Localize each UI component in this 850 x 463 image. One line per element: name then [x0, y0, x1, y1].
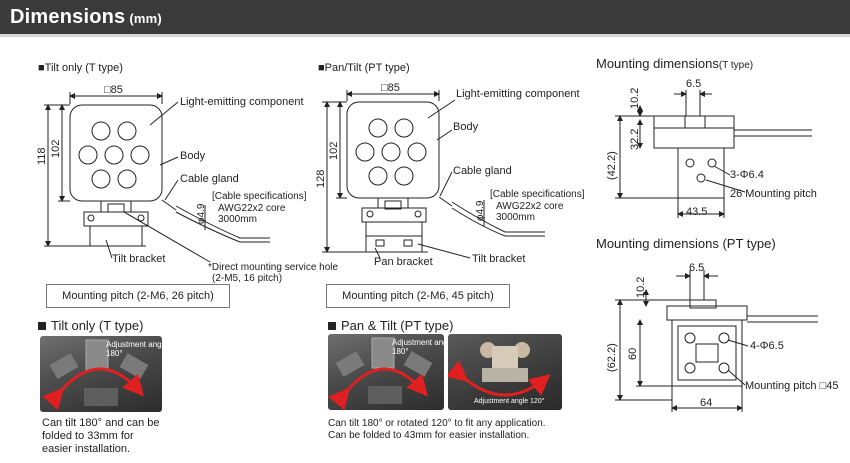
pt-height-inner-dim: 102	[328, 141, 340, 160]
t-body-label: Body	[180, 150, 206, 162]
pan-tilt-illustration	[328, 337, 433, 410]
pt-width-dim: □85	[381, 82, 400, 94]
pt-pitch-box: Mounting pitch (2-M6, 45 pitch)	[326, 284, 510, 308]
mount-pt-6-5: 6.5	[689, 262, 705, 274]
t-type-mounting-drawing	[615, 90, 812, 218]
pan-rotation-illustration	[448, 342, 551, 397]
tilt-photo: Adjustment angle 180°	[40, 336, 162, 412]
t-cable-spec-core: AWG22x2 core	[218, 203, 286, 214]
pan-section-title: Pan & Tilt (PT type)	[328, 318, 453, 333]
pt-height-outer-dim: 128	[315, 169, 327, 188]
pt-type-mounting-drawing	[615, 270, 818, 412]
mount-t-pitch: 26 Mounting pitch	[730, 188, 817, 200]
t-type-title: ■Tilt only (T type)	[38, 62, 123, 74]
t-direct-note-2: (2-M5, 16 pitch)	[212, 273, 283, 284]
mount-pt-hole: 4-Φ6.5	[750, 340, 784, 352]
t-light-label: Light-emitting component	[180, 96, 304, 108]
t-gland-label: Cable gland	[180, 173, 239, 185]
t-height-inner-dim: 102	[50, 139, 62, 158]
t-direct-note-1: *Direct mounting service hole	[208, 262, 339, 273]
mount-t-hole: 3-Φ6.4	[730, 169, 764, 181]
mount-t-10-2: 10.2	[629, 87, 641, 109]
pan-caption: Can tilt 180° or rotated 120° to fit any…	[328, 418, 546, 441]
pan-adj-label: Adjustment angle	[392, 338, 444, 347]
mount-pt-10-2: 10.2	[635, 276, 647, 298]
pt-cable-spec-len: 3000mm	[496, 212, 535, 223]
mount-t-32-2: 32.2	[629, 128, 641, 150]
pan-tilt-photo: Adjustment angle 180°	[328, 334, 444, 410]
tilt-adj-label: Adjustment angle	[106, 340, 162, 349]
tilt-rotation-illustration	[42, 339, 149, 411]
header-title: Dimensions(mm)	[10, 6, 162, 28]
pt-body-label: Body	[453, 121, 479, 133]
t-height-outer-dim: 118	[36, 147, 48, 165]
mount-t-43-5: 43.5	[686, 206, 708, 218]
pt-tilt-bracket-label: Tilt bracket	[472, 253, 526, 265]
section-header: Dimensions(mm)	[0, 0, 850, 37]
t-cable-spec-title: [Cable specifications]	[212, 191, 307, 202]
pt-type-title: ■Pan/Tilt (PT type)	[318, 62, 410, 74]
pan-rotation-photo: Adjustment angle 120°	[448, 334, 562, 410]
mount-pt-pitch: Mounting pitch □45	[745, 380, 839, 392]
mount-t-title: Mounting dimensions(T type)	[596, 56, 754, 71]
mount-pt-60: 60	[627, 347, 639, 360]
tilt-adj-value: 180°	[106, 349, 123, 358]
pt-light-label: Light-emitting component	[456, 88, 580, 100]
t-width-dim: □85	[104, 84, 123, 96]
pan-adj-value: 180°	[392, 347, 409, 356]
mount-pt-62-2: (62.2)	[606, 343, 618, 372]
pt-cable-dia: φ4.9	[475, 200, 486, 221]
mount-t-42-2: (42.2)	[606, 151, 618, 180]
t-cable-dia: φ4.9	[196, 203, 207, 224]
pt-pan-bracket-label: Pan bracket	[374, 256, 433, 268]
pt-gland-label: Cable gland	[453, 165, 512, 177]
pt-cable-spec-title: [Cable specifications]	[490, 189, 585, 200]
t-type-front-view	[44, 92, 270, 263]
mount-t-6-5: 6.5	[686, 78, 702, 90]
tilt-section-title: Tilt only (T type)	[38, 318, 143, 333]
mount-pt-title: Mounting dimensions (PT type)	[596, 236, 776, 251]
t-pitch-box: Mounting pitch (2-M6, 26 pitch)	[46, 284, 230, 308]
tilt-caption: Can tilt 180° and can be folded to 33mm …	[42, 417, 160, 455]
pt-type-front-view	[322, 90, 545, 259]
pan-adj-label-2: Adjustment angle 120°	[474, 398, 545, 405]
mount-pt-64: 64	[700, 397, 713, 409]
pt-cable-spec-core: AWG22x2 core	[496, 201, 564, 212]
t-cable-spec-len: 3000mm	[218, 214, 257, 225]
t-bracket-label: Tilt bracket	[112, 253, 166, 265]
